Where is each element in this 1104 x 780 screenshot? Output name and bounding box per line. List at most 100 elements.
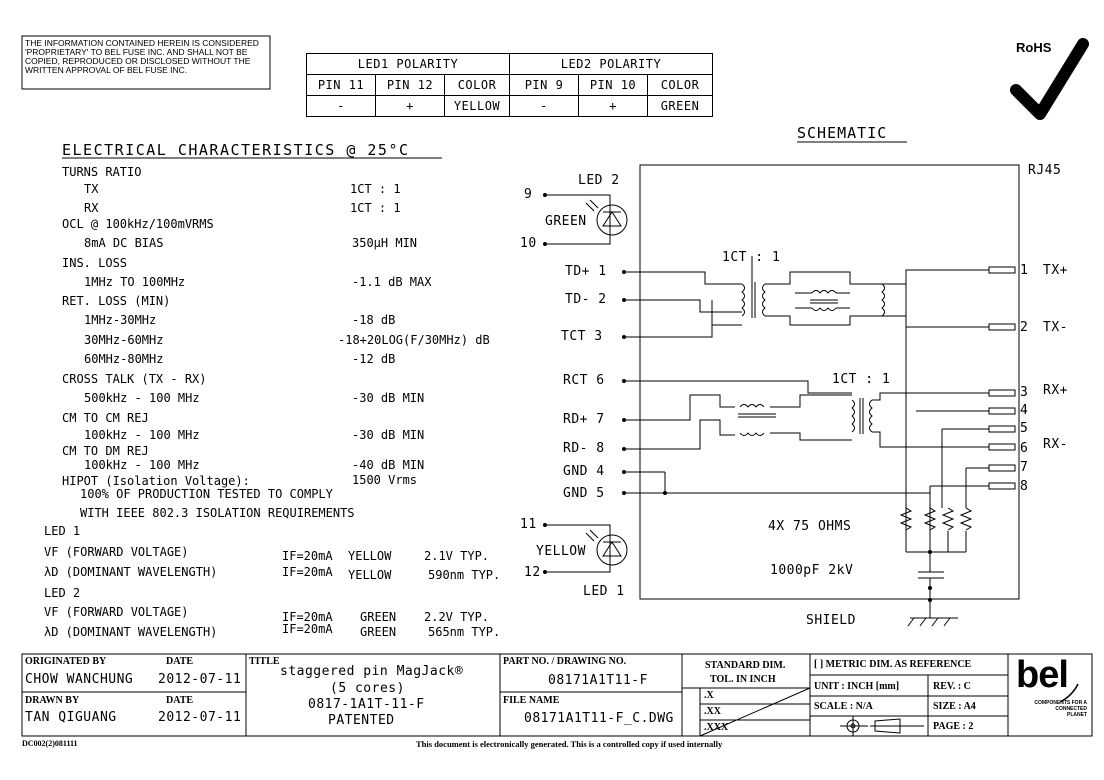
left-pin-label: RCT 6	[563, 373, 605, 388]
proprietary-notice: THE INFORMATION CONTAINED HEREIN IS CONS…	[25, 38, 259, 75]
electrical-row-value: -30 dB MIN	[352, 391, 425, 405]
footer-notice: This document is electronically generate…	[416, 739, 723, 749]
led2-wl-cond: IF=20mA	[282, 622, 333, 636]
schematic-title: SCHEMATIC	[797, 124, 888, 142]
electrical-row-label: 60MHz-80MHz	[84, 352, 164, 366]
led2-vf-color: GREEN	[360, 610, 397, 624]
rohs-label: RoHS	[1016, 40, 1052, 55]
electrical-row-value: 1CT : 1	[350, 201, 401, 215]
led1-vf-cond: IF=20mA	[282, 549, 333, 563]
hipot-note-1: 100% OF PRODUCTION TESTED TO COMPLY	[80, 487, 333, 501]
electrical-title: ELECTRICAL CHARACTERISTICS @ 25°C	[62, 141, 410, 159]
electrical-row-label: CM TO DM REJ	[62, 444, 149, 458]
std-dim-label: STANDARD DIM.	[705, 660, 786, 671]
right-pin-number: 8	[1020, 479, 1029, 494]
rj45-label: RJ45	[1028, 163, 1062, 178]
led1-spec-title: LED 1	[44, 524, 81, 538]
scale-label: SCALE : N/A	[814, 701, 873, 712]
logo-swoosh-icon	[1059, 683, 1079, 703]
led1-color-label: YELLOW	[536, 544, 586, 559]
right-pin-number: 7	[1020, 460, 1029, 475]
led2-label: LED 2	[578, 173, 620, 188]
electrical-row-value: -40 dB MIN	[352, 458, 425, 472]
led1-header: PIN 12	[375, 74, 445, 96]
left-pin-leads	[545, 194, 640, 573]
electrical-row-label: RET. LOSS (MIN)	[62, 294, 171, 308]
electrical-row-label: TURNS RATIO	[62, 165, 142, 179]
rx-ratio-label: 1CT : 1	[832, 372, 891, 387]
led2-value: GREEN	[647, 95, 713, 117]
tol-label: TOL. IN INCH	[710, 674, 776, 685]
led-polarity-table: LED1 POLARITY LED2 POLARITY PIN 11 PIN 1…	[306, 53, 713, 117]
electrical-row-value: 1CT : 1	[350, 182, 401, 196]
drawn-date: 2012-07-11	[158, 710, 242, 725]
right-pin-number: 2	[1020, 320, 1029, 335]
electrical-row-label: 8mA DC BIAS	[84, 236, 164, 250]
led1-wl-color: YELLOW	[348, 568, 392, 582]
originated-by-label: ORIGINATED BY	[25, 656, 107, 667]
led1-symbol	[585, 524, 628, 573]
led1-polarity-title: LED1 POLARITY	[306, 53, 510, 75]
part-no-label: PART NO. / DRAWING NO.	[503, 656, 627, 667]
file-name: 08171A1T11-F_C.DWG	[524, 711, 674, 726]
electrical-row-value: 1500 Vrms	[352, 473, 418, 487]
right-signal-label: TX-	[1043, 320, 1068, 335]
led1-wl-value: 590nm TYP.	[428, 568, 501, 582]
right-signal-label: RX+	[1043, 383, 1068, 398]
file-name-label: FILE NAME	[503, 695, 560, 706]
left-pin-label: 9	[524, 187, 533, 202]
left-pin-label: 11	[520, 517, 537, 532]
tol-xx: .XX	[704, 706, 721, 717]
right-pin-number: 4	[1020, 403, 1029, 418]
left-pin-label: TD+ 1	[565, 264, 607, 279]
left-pin-label: RD+ 7	[563, 412, 605, 427]
capacitor-label: 1000pF 2kV	[770, 563, 854, 578]
led2-vf-cond: IF=20mA	[282, 610, 333, 624]
electrical-row-label: TX	[84, 182, 99, 196]
led1-header: COLOR	[444, 74, 510, 96]
electrical-row-value: 350µH MIN	[352, 236, 418, 250]
electrical-row-label: INS. LOSS	[62, 256, 128, 270]
tx-ratio-label: 1CT : 1	[722, 250, 781, 265]
part-no: 08171A1T11-F	[548, 673, 648, 688]
electrical-row-label: OCL @ 100kHz/100mVRMS	[62, 217, 214, 231]
left-pin-label: RD- 8	[563, 441, 605, 456]
drawn-date-label: DATE	[166, 695, 194, 706]
led2-value: +	[578, 95, 648, 117]
led1-label: LED 1	[583, 584, 625, 599]
title-block-grid	[21, 653, 1093, 737]
page-label: PAGE : 2	[933, 721, 974, 732]
led2-wl-color: GREEN	[360, 625, 397, 639]
right-signal-label: TX+	[1043, 263, 1068, 278]
title-line-2: (5 cores)	[330, 681, 405, 696]
led2-wl-label: λD (DOMINANT WAVELENGTH)	[44, 625, 218, 639]
led1-wl-label: λD (DOMINANT WAVELENGTH)	[44, 565, 218, 579]
left-pin-label: GND 4	[563, 464, 605, 479]
led1-header: PIN 11	[306, 74, 376, 96]
electrical-row-label: 500kHz - 100 MHz	[84, 391, 200, 405]
rohs-check-icon	[1010, 38, 1089, 120]
left-pin-label: 12	[524, 565, 541, 580]
led1-value: +	[375, 95, 445, 117]
left-pin-label: GND 5	[563, 486, 605, 501]
led1-vf-label: VF (FORWARD VOLTAGE)	[44, 545, 189, 559]
title-line-3: 0817-1A1T-11-F	[308, 697, 425, 712]
electrical-row-value: -12 dB	[352, 352, 396, 366]
left-pin-label: TD- 2	[565, 292, 607, 307]
electrical-row-label: 1MHz TO 100MHz	[84, 275, 186, 289]
led1-value: YELLOW	[444, 95, 510, 117]
tx-circuit	[640, 269, 989, 547]
electrical-row-label: CM TO CM REJ	[62, 411, 149, 425]
metric-note: [ ] METRIC DIM. AS REFERENCE	[814, 659, 972, 670]
electrical-row-label: 1MHz-30MHz	[84, 313, 157, 327]
led2-value: -	[509, 95, 579, 117]
drawn-by: TAN QIGUANG	[25, 710, 117, 725]
resistor-label: 4X 75 OHMS	[768, 519, 852, 534]
junction-dots	[543, 193, 932, 602]
electrical-row-value: -1.1 dB MAX	[352, 275, 432, 289]
led1-value: -	[306, 95, 376, 117]
originated-date: 2012-07-11	[158, 672, 242, 687]
unit-label: UNIT : INCH [mm]	[814, 681, 900, 692]
led2-symbol	[585, 194, 628, 245]
